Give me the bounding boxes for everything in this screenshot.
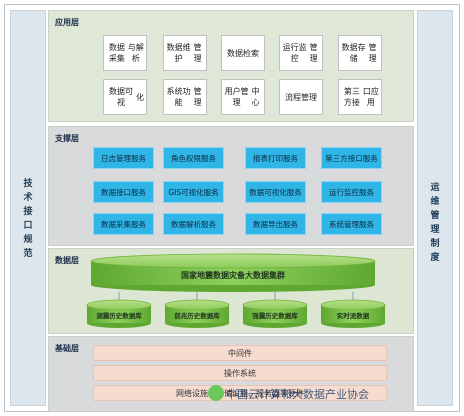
cluster-label: 国家地震数据灾备大数据集群 bbox=[181, 270, 285, 280]
app-module-box: 数据维护管理 bbox=[163, 35, 207, 71]
ops-management-policy-panel: 运维管理制度 bbox=[417, 10, 453, 406]
app-module-box: 数据采集与解析 bbox=[103, 35, 147, 71]
technical-interface-spec-panel: 技术接口规范 bbox=[10, 10, 46, 406]
ops-management-policy-char: 度 bbox=[430, 253, 440, 263]
support-service-box: 数据导出服务 bbox=[245, 213, 306, 235]
base-layer-bar: 中间件 bbox=[93, 345, 387, 361]
ops-management-policy-char: 管 bbox=[430, 211, 440, 221]
support-service-box: 数据解析服务 bbox=[163, 213, 224, 235]
technical-interface-spec-char: 规 bbox=[23, 235, 33, 245]
support-service-box: GIS可视化服务 bbox=[163, 181, 224, 203]
support-service-box: 报表打印服务 bbox=[245, 147, 306, 169]
support-service-box: 系统管理服务 bbox=[321, 213, 382, 235]
cluster-cylinder: 国家地震数据灾备大数据集群 bbox=[90, 253, 376, 292]
database-cylinder: 测震历史数据库 bbox=[86, 299, 152, 328]
support-layer-title: 支撑层 bbox=[55, 134, 79, 143]
support-service-box: 第三方接口服务 bbox=[321, 147, 382, 169]
cluster-connectors bbox=[118, 292, 354, 301]
ops-management-policy-char: 理 bbox=[430, 225, 440, 235]
data-layer-graphic: 国家地震数据灾备大数据集群 测震历史数据库 前兆历史数据库 强震历史数据库 实时流数据 bbox=[86, 253, 386, 328]
ops-management-policy-char: 运 bbox=[430, 183, 440, 193]
application-layer: 应用层 数据采集与解析数据维护管理数据检索运行监控管理数据存储管理数据可视化系统… bbox=[48, 10, 414, 122]
technical-interface-spec-char: 口 bbox=[23, 221, 33, 231]
wechat-logo-icon bbox=[208, 385, 224, 401]
data-layer-title: 数据层 bbox=[55, 256, 79, 265]
technical-interface-spec-label: 技术接口规范 bbox=[11, 177, 45, 261]
app-module-box: 系统功能管理 bbox=[163, 79, 207, 115]
support-service-box: 角色权限服务 bbox=[163, 147, 224, 169]
database-cylinder: 实时流数据 bbox=[320, 299, 386, 328]
support-service-box: 运行监控服务 bbox=[321, 181, 382, 203]
technical-interface-spec-char: 技 bbox=[23, 179, 33, 189]
technical-interface-spec-char: 接 bbox=[23, 207, 33, 217]
ops-management-policy-char: 维 bbox=[430, 197, 440, 207]
support-layer: 支撑层 日志管理服务角色权限服务报表打印服务第三方接口服务数据接口服务 GIS可视… bbox=[48, 126, 414, 246]
app-module-box: 运行监控管理 bbox=[279, 35, 323, 71]
technical-interface-spec-char: 范 bbox=[23, 249, 33, 259]
support-service-box: 数据可视化服务 bbox=[245, 181, 306, 203]
database-cylinder: 强震历史数据库 bbox=[242, 299, 308, 328]
watermark: 中国云计算和大数据产业协会 bbox=[226, 388, 369, 401]
support-service-box: 数据采集服务 bbox=[93, 213, 154, 235]
base-layer-bar: 操作系统 bbox=[93, 365, 387, 381]
database-label: 强震历史数据库 bbox=[252, 311, 298, 320]
support-service-box: 日志管理服务 bbox=[93, 147, 154, 169]
application-layer-title: 应用层 bbox=[55, 18, 79, 27]
technical-interface-spec-char: 术 bbox=[23, 193, 33, 203]
database-label: 实时流数据 bbox=[337, 311, 370, 320]
app-module-box: 流程管理 bbox=[279, 79, 323, 115]
ops-management-policy-char: 制 bbox=[430, 239, 440, 249]
app-module-box: 数据检索 bbox=[221, 35, 265, 71]
base-layer: 基础层 中间件操作系统网络设施、存储设施、服务器等硬件 bbox=[48, 336, 414, 412]
support-service-box: 数据接口服务 bbox=[93, 181, 154, 203]
database-cylinder: 前兆历史数据库 bbox=[164, 299, 230, 328]
database-label: 测震历史数据库 bbox=[96, 311, 142, 320]
database-label: 前兆历史数据库 bbox=[174, 311, 220, 320]
data-layer: 数据层 国家地震数据灾备大数据集群 bbox=[48, 248, 414, 334]
ops-management-policy-label: 运维管理制度 bbox=[418, 181, 452, 265]
base-layer-title: 基础层 bbox=[55, 344, 79, 353]
app-module-box: 数据存储管理 bbox=[338, 35, 382, 71]
base-layer-bar: 网络设施、存储设施、服务器等硬件 bbox=[93, 385, 387, 401]
app-module-box: 第三方接口应用 bbox=[338, 79, 382, 115]
app-module-box: 用户管理中心 bbox=[221, 79, 265, 115]
app-module-box: 数据可视化 bbox=[103, 79, 147, 115]
